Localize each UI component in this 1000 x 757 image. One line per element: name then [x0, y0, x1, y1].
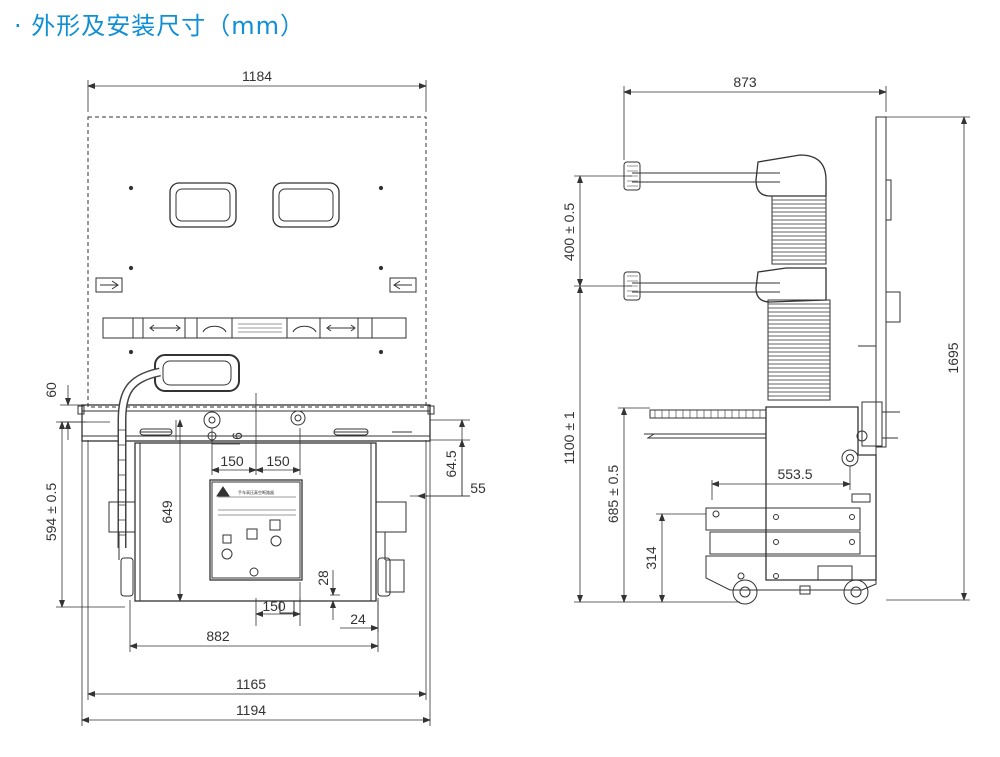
dim-553-5: 553.5 [777, 466, 812, 482]
front-window-right [272, 182, 340, 228]
side-upper-elbow [755, 154, 827, 197]
dim-649: 649 [159, 500, 175, 524]
side-dimension-lines [574, 86, 970, 603]
dim-594: 594 ± 0.5 [43, 483, 59, 541]
dim-882: 882 [206, 628, 230, 644]
side-back-plate [875, 116, 887, 448]
dim-150-bottom: 150 [262, 598, 286, 614]
dim-150-left: 150 [220, 453, 244, 469]
front-view [77, 116, 435, 614]
plate-text: 手车高压真空断路器 [238, 489, 274, 495]
side-lower-elbow [755, 267, 827, 303]
page-title: · 外形及安装尺寸（mm） [14, 12, 306, 40]
front-handle [154, 354, 240, 392]
dim-24: 24 [350, 611, 366, 627]
dim-400: 400 ± 0.5 [561, 203, 577, 261]
dim-60: 60 [43, 382, 59, 398]
side-wheel-rear [843, 579, 869, 605]
dim-150-right: 150 [266, 453, 290, 469]
dim-873: 873 [733, 74, 757, 90]
side-view [623, 116, 901, 605]
dim-1184: 1184 [242, 68, 272, 84]
front-window-left [169, 182, 237, 228]
side-lower-bellows [767, 299, 831, 401]
dim-55: 55 [470, 480, 486, 496]
side-truck-plate [705, 507, 861, 531]
side-body [765, 406, 877, 581]
dim-314: 314 [643, 546, 659, 570]
dim-6: 6 [229, 432, 245, 440]
front-wheel-right [377, 557, 391, 597]
dim-1695: 1695 [945, 342, 961, 373]
side-upper-bellows [771, 195, 827, 265]
dim-1194: 1194 [236, 702, 266, 718]
dim-28: 28 [315, 570, 331, 586]
front-dimension-lines [56, 80, 470, 726]
dim-685: 685 ± 0.5 [605, 465, 621, 523]
dim-1165: 1165 [236, 676, 266, 692]
front-control-panel [209, 479, 303, 581]
dim-64-5: 64.5 [443, 450, 459, 477]
front-panel [87, 116, 427, 408]
front-wheel-left [120, 557, 134, 597]
side-wheel-front [732, 579, 758, 605]
dim-1100: 1100 ± 1 [561, 411, 577, 465]
front-label-strip [102, 317, 407, 339]
side-truck-chassis [705, 555, 877, 591]
